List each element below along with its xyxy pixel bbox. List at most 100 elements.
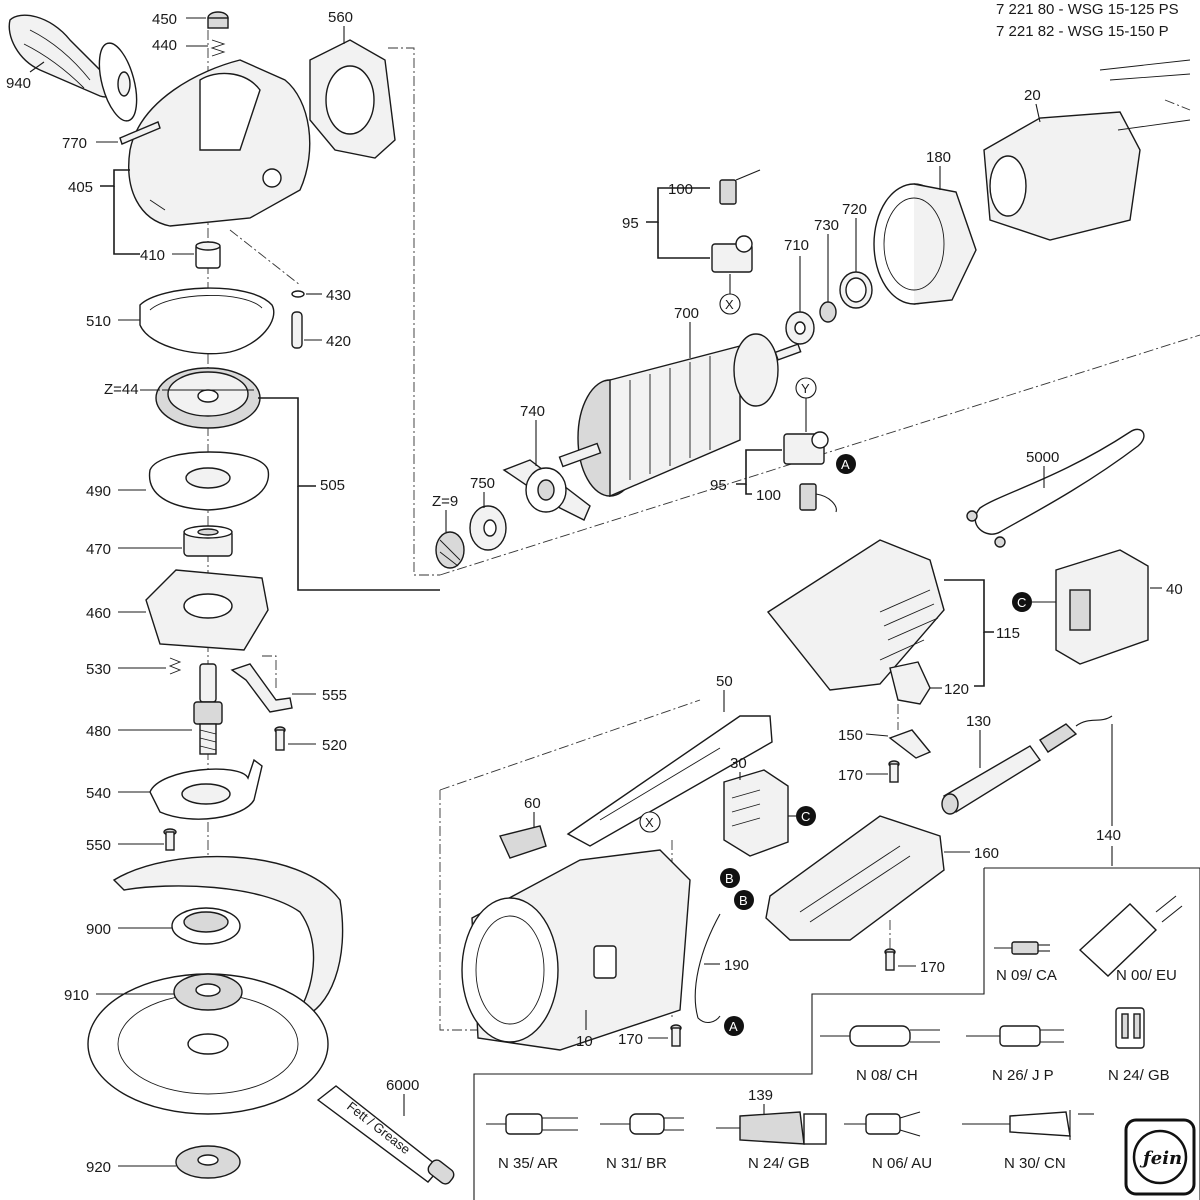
callout-450: 450 (152, 11, 177, 28)
marker-y-top: Y (795, 377, 817, 399)
label-n30-cn: N 30/ CN (1004, 1155, 1066, 1172)
gasket-510 (139, 287, 275, 355)
callout-730: 730 (814, 217, 839, 234)
label-n24-gb-bottom: N 24/ GB (748, 1155, 810, 1172)
pinion-z9 (435, 531, 465, 569)
callout-770: 770 (62, 135, 87, 152)
callout-440: 440 (152, 37, 177, 54)
callout-740: 740 (520, 403, 545, 420)
callout-170-center: 170 (618, 1031, 643, 1048)
baffle-740 (502, 459, 591, 521)
callout-910: 910 (64, 987, 89, 1004)
plug-n30-cn (962, 1110, 1094, 1140)
brush-holder-95-top (711, 235, 753, 273)
plug-n31-br (600, 1113, 684, 1135)
marker-c-center: C (796, 806, 816, 826)
marker-b-2: B (734, 890, 754, 910)
plug-n00-eu (1078, 895, 1183, 977)
screw-520 (274, 726, 286, 751)
svg-text:X: X (645, 815, 654, 830)
marker-a-bottom: A (724, 1016, 744, 1036)
callout-170-right: 170 (920, 959, 945, 976)
marker-c-right: C (1012, 592, 1032, 612)
svg-text:C: C (801, 809, 810, 824)
callout-405: 405 (68, 179, 93, 196)
callout-540: 540 (86, 785, 111, 802)
ground-cable-190 (694, 913, 721, 1024)
callout-940: 940 (6, 75, 31, 92)
bearing-710 (785, 311, 815, 345)
plug-n26-jp (966, 1025, 1064, 1047)
svg-text:X: X (725, 297, 734, 312)
callout-130: 130 (966, 713, 991, 730)
callout-10: 10 (576, 1033, 593, 1050)
air-guide-180 (873, 183, 977, 305)
callout-750: 750 (470, 475, 495, 492)
svg-text:B: B (725, 871, 734, 886)
callout-920: 920 (86, 1159, 111, 1176)
callout-160: 160 (974, 845, 999, 862)
label-n26-jp: N 26/ J P (992, 1067, 1054, 1084)
slide-button-60 (499, 825, 547, 859)
marker-x-center: X (639, 811, 661, 833)
callout-140: 140 (1096, 827, 1121, 844)
callout-190: 190 (724, 957, 749, 974)
sleeve-730 (819, 301, 837, 323)
plug-variants-box (473, 867, 1200, 1200)
grease-tube-6000: Fett / Grease (316, 1085, 455, 1185)
marker-b-1: B (720, 868, 740, 888)
clamping-nut-920 (175, 1145, 241, 1179)
callout-5000: 5000 (1026, 449, 1059, 466)
switch-bar-50 (566, 715, 773, 847)
pin-420 (291, 311, 303, 349)
callout-115: 115 (996, 625, 1020, 642)
cap-450 (207, 11, 229, 29)
armature-700 (558, 333, 802, 498)
callout-530: 530 (86, 661, 111, 678)
plug-n24-gb-bottom (716, 1111, 827, 1145)
bearing-flange-460 (145, 569, 269, 651)
electronics-module-40 (1055, 549, 1149, 665)
callout-490: 490 (86, 483, 111, 500)
callout-180: 180 (926, 149, 951, 166)
callout-560: 560 (328, 9, 353, 26)
ring-720 (839, 271, 873, 309)
carbon-brush-100-top (719, 169, 761, 205)
callout-550: 550 (86, 837, 111, 854)
spring-440 (210, 39, 226, 57)
label-n09-ca: N 09/ CA (996, 967, 1057, 984)
callout-60: 60 (524, 795, 541, 812)
spindle-480 (193, 663, 223, 755)
svg-text:Y: Y (801, 381, 810, 396)
callout-50: 50 (716, 673, 733, 690)
switch-lever-120 (889, 661, 931, 705)
bushing-410 (195, 241, 221, 269)
spanner-5000 (966, 428, 1145, 548)
callout-100-bottom: 100 (756, 487, 781, 504)
callout-40: 40 (1166, 581, 1183, 598)
label-n24-gb-top: N 24/ GB (1108, 1067, 1170, 1084)
svg-text:B: B (739, 893, 748, 908)
callout-420: 420 (326, 333, 351, 350)
svg-text:A: A (729, 1019, 738, 1034)
label-n06-au: N 06/ AU (872, 1155, 932, 1172)
plug-n09-ca (994, 941, 1050, 955)
washer-430 (291, 290, 305, 298)
callout-710: 710 (784, 237, 809, 254)
lock-plate-540 (149, 758, 263, 820)
callout-505: 505 (320, 477, 345, 494)
callout-20: 20 (1024, 87, 1041, 104)
marker-a-top: A (836, 454, 856, 474)
callout-510: 510 (86, 313, 111, 330)
cable-140 (1039, 715, 1113, 753)
clip-150 (888, 729, 932, 759)
brush-holder-95-bottom (783, 431, 829, 465)
plug-n06-au (844, 1111, 921, 1137)
callout-150: 150 (838, 727, 863, 744)
svg-text:A: A (841, 457, 850, 472)
label-n00-eu: N 00/ EU (1116, 967, 1177, 984)
bevel-gear-z44 (155, 367, 261, 429)
callout-720: 720 (842, 201, 867, 218)
callout-480: 480 (86, 723, 111, 740)
